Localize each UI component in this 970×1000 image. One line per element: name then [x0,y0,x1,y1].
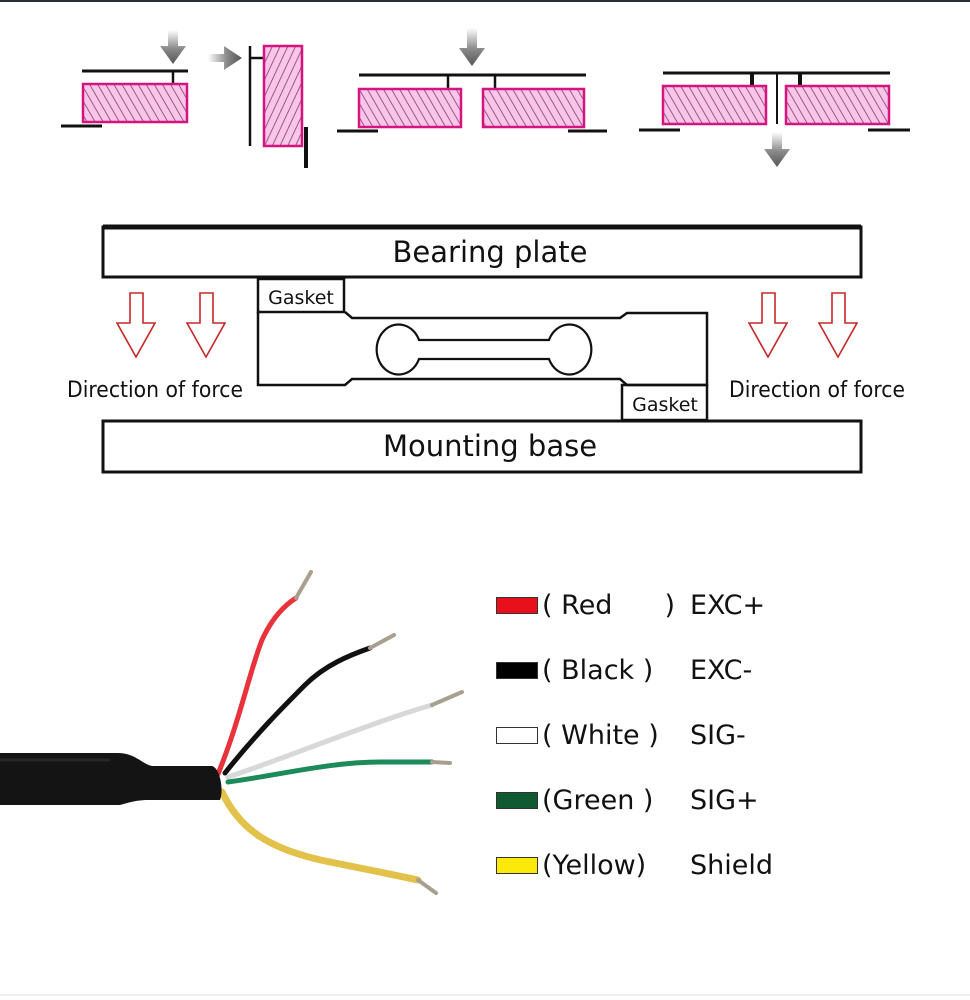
legend-row-red: ( Red) EXC+ [496,585,765,625]
gasket-top-label: Gasket [268,287,334,309]
legend-row-green: (Green ) SIG+ [496,780,759,820]
installation-diagram: Bearing plate Mounting base Gasket Gaske… [67,224,905,474]
gasket-bottom-label: Gasket [632,394,698,416]
wire-black [222,645,373,776]
legend-function: SIG+ [690,784,759,816]
force-direction-label-left: Direction of force [67,378,243,403]
top-border [0,0,970,2]
legend-row-white: ( White ) SIG- [496,715,746,755]
mount-mode-single-cantilever [61,30,189,128]
bearing-plate [101,225,863,279]
strain-gauge-hole [375,323,593,376]
legend-color-name: (Yellow) [542,849,647,881]
force-direction-arrow-icon [185,292,227,359]
legend-color-name: ( Black ) [542,654,654,686]
gasket-top [256,277,346,314]
legend-color-name: ( Red) [542,589,675,621]
force-arrow-icon [764,132,790,167]
cable-jacket [0,753,222,805]
load-cell-block [661,84,768,126]
force-arrow-icon [208,46,242,70]
force-direction-label-right: Direction of force [729,378,905,403]
swatch-black [496,661,538,679]
force-direction-arrow-icon [115,292,157,359]
swatch-yellow [496,856,538,874]
load-cell-block [262,44,304,148]
legend-function: EXC- [690,654,753,686]
wire-yellow [218,788,422,884]
legend-row-yellow: (Yellow) Shield [496,845,773,885]
legend-color-name: ( White ) [542,719,659,751]
mounting-base-label: Mounting base [383,429,597,463]
force-direction-arrow-icon [747,292,789,359]
legend-function: EXC+ [690,589,766,621]
mounting-base [101,419,863,474]
force-direction-arrow-icon [817,292,859,359]
force-arrow-icon [459,28,485,66]
wire-red [215,595,299,777]
legend-row-black: ( Black ) EXC- [496,650,752,690]
swatch-white [496,726,538,744]
mount-mode-dual-push [337,28,607,133]
gasket-bottom [620,383,709,422]
load-cell-beam [256,311,709,387]
wire-white [225,702,435,780]
bearing-plate-label: Bearing plate [393,235,588,269]
force-arrow-icon [160,30,186,64]
load-cell-block [784,84,891,126]
mount-mode-side [208,44,308,168]
legend-function: Shield [690,849,774,881]
mount-mode-dual-pull [639,71,910,167]
load-cell-block [81,82,189,124]
load-cell-block [357,87,463,129]
wire-green [225,759,435,785]
cable-illustration [0,570,464,895]
legend-function: SIG- [690,719,746,751]
swatch-green [496,791,538,809]
load-cell-block [481,87,586,129]
bottom-border [0,994,970,996]
swatch-red [496,596,538,614]
legend-color-name: (Green ) [542,784,654,816]
